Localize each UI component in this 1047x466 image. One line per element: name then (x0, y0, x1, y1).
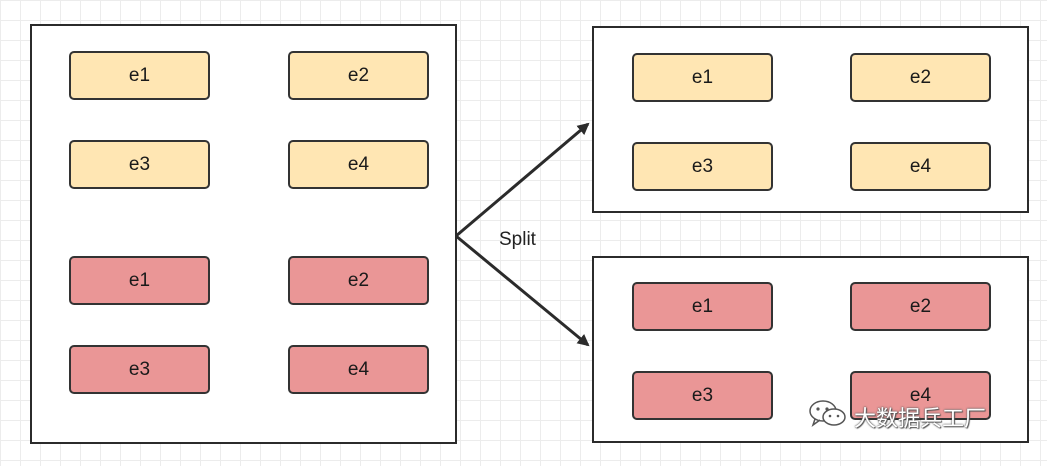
target-red-node: e1 (632, 282, 773, 331)
arrow-to-bottom-target (455, 234, 590, 347)
watermark: 大数据兵工厂 (808, 399, 986, 434)
target-red-node: e2 (850, 282, 991, 331)
wechat-icon (808, 399, 848, 434)
source-red-node: e1 (69, 256, 210, 305)
split-label: Split (499, 229, 536, 250)
target-yellow-node: e4 (850, 142, 991, 191)
target-yellow-node: e1 (632, 53, 773, 102)
source-yellow-node: e3 (69, 140, 210, 189)
source-red-node: e2 (288, 256, 429, 305)
source-red-node: e3 (69, 345, 210, 394)
target-yellow-node: e3 (632, 142, 773, 191)
source-red-node: e4 (288, 345, 429, 394)
target-red-node: e3 (632, 371, 773, 420)
source-yellow-node: e4 (288, 140, 429, 189)
source-yellow-node: e1 (69, 51, 210, 100)
source-yellow-node: e2 (288, 51, 429, 100)
target-red-node: e4 (850, 371, 991, 420)
watermark-text: 大数据兵工厂 (854, 406, 987, 432)
target-yellow-node: e2 (850, 53, 991, 102)
arrow-to-top-target (455, 122, 590, 238)
